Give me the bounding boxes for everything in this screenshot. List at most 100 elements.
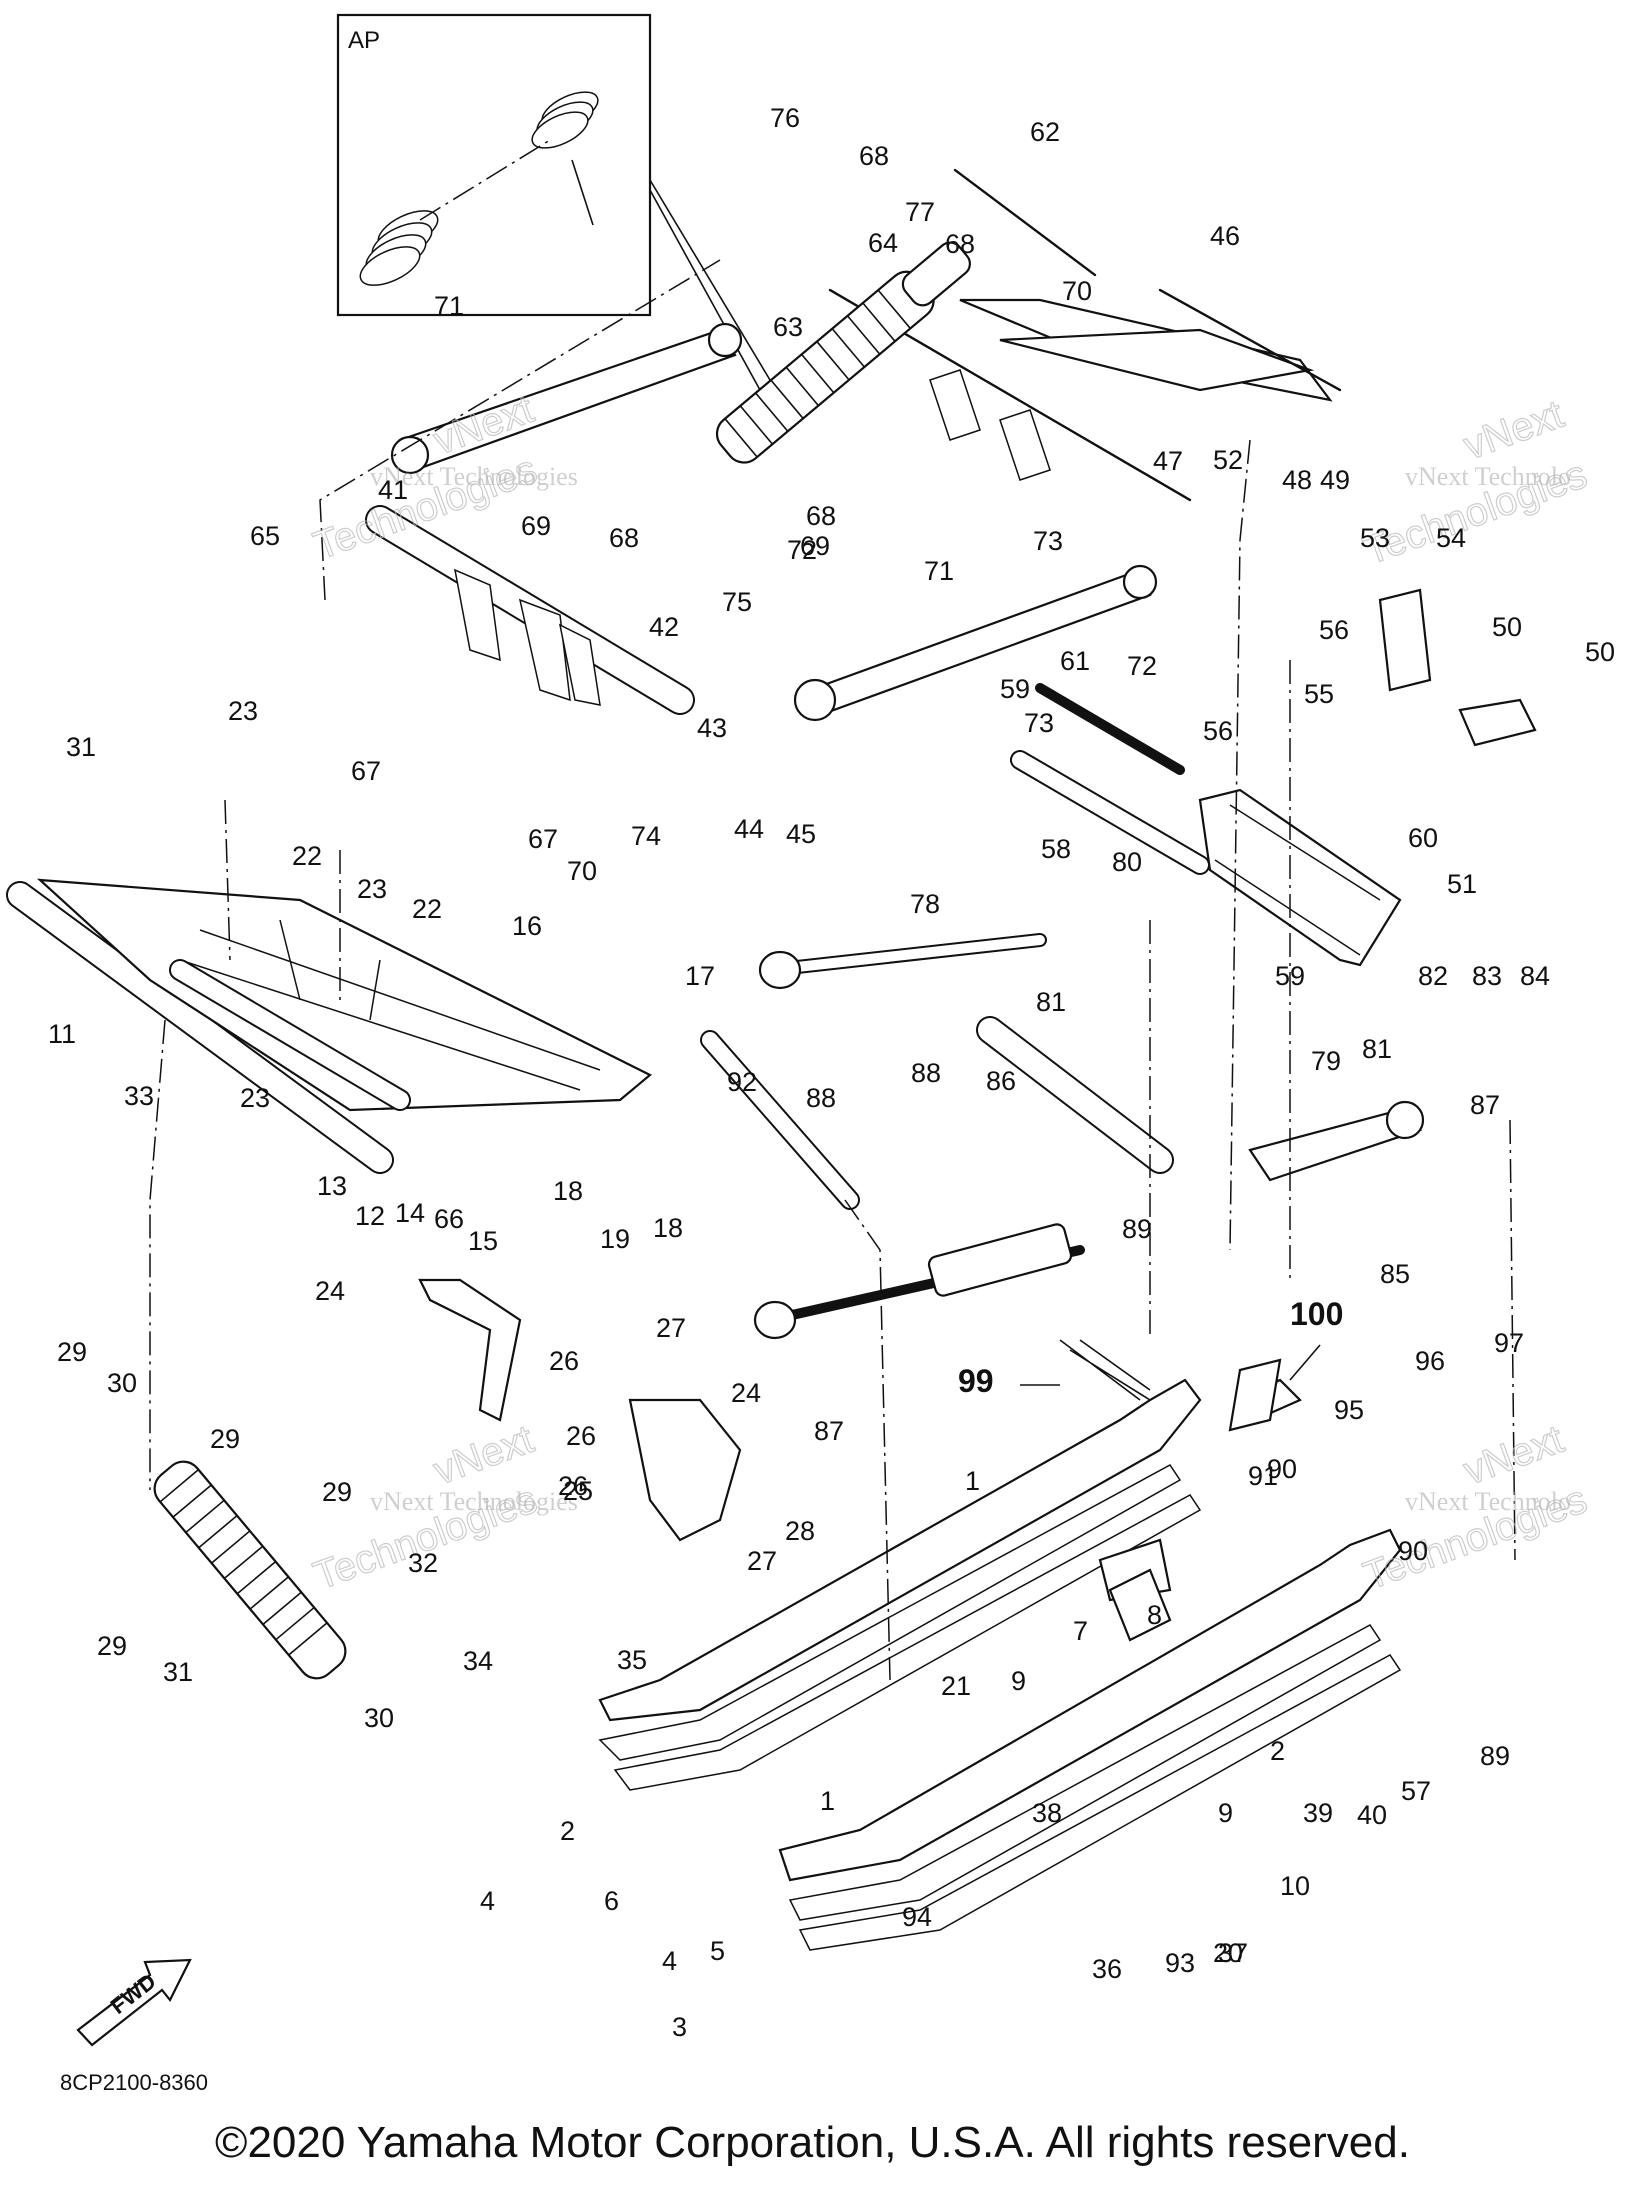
- inset-ap-label: AP: [348, 27, 380, 54]
- part-number-label: 74: [631, 821, 661, 851]
- mid-crossbars: [1010, 683, 1402, 967]
- part-number-label: 24: [731, 1378, 761, 1408]
- part-number-label: 61: [1060, 646, 1090, 676]
- part-number-label: 68: [859, 141, 889, 171]
- part-number-label: 25: [563, 1476, 593, 1506]
- part-number-label: 87: [814, 1416, 844, 1446]
- part-number-label: 4: [480, 1886, 495, 1916]
- hardware-items: [418, 588, 1537, 1642]
- part-number-label: 38: [1032, 1798, 1062, 1828]
- part-number-label: 26: [549, 1346, 579, 1376]
- part-number-label: 29: [210, 1424, 240, 1454]
- part-number-label: 81: [1036, 987, 1066, 1017]
- part-number-label: 78: [910, 889, 940, 919]
- watermark-text-lower: vNext Technologies: [370, 1487, 578, 1516]
- part-number-label: 87: [1470, 1090, 1500, 1120]
- part-number-label: 70: [567, 856, 597, 886]
- part-number-label: 89: [1480, 1741, 1510, 1771]
- part-number-label: 96: [1415, 1346, 1445, 1376]
- part-number-label: 64: [868, 228, 898, 258]
- front-swing-arm: [6, 878, 652, 1174]
- middle-rods: [700, 933, 1425, 1210]
- part-number-label: 28: [785, 1516, 815, 1546]
- part-number-label: 29: [57, 1337, 87, 1367]
- part-number-label: 52: [1213, 445, 1243, 475]
- part-number-label: 69: [521, 511, 551, 541]
- part-number-label: 10: [1280, 1871, 1310, 1901]
- part-number-label: 81: [1362, 1034, 1392, 1064]
- part-number-label: 31: [66, 732, 96, 762]
- part-number-label: 82: [1418, 961, 1448, 991]
- part-number-label: 67: [528, 824, 558, 854]
- part-number-label: 72: [1127, 651, 1157, 681]
- part-number-label: 68: [806, 501, 836, 531]
- part-number-label: 71: [924, 556, 954, 586]
- part-number-label: 50: [1492, 612, 1522, 642]
- part-number-label: 75: [722, 587, 752, 617]
- part-number-label: 70: [1062, 276, 1092, 306]
- part-number-label: 86: [986, 1066, 1016, 1096]
- part-number-label: 2: [560, 1816, 575, 1846]
- part-number-label: 31: [163, 1657, 193, 1687]
- lower-damper: [753, 1223, 1085, 1340]
- part-number-label: 32: [408, 1548, 438, 1578]
- part-number-label: 62: [1030, 117, 1060, 147]
- part-number-label: 1: [820, 1786, 835, 1816]
- part-number-label: 33: [124, 1081, 154, 1111]
- part-number-label: 90: [1267, 1454, 1297, 1484]
- part-number-label: 30: [364, 1703, 394, 1733]
- part-number-label: 41: [378, 475, 408, 505]
- part-number-label: 58: [1041, 834, 1071, 864]
- part-number-label: 35: [617, 1645, 647, 1675]
- watermark-text: vNext Technologies: [370, 462, 578, 491]
- part-number-label: 69: [800, 531, 830, 561]
- part-number-label: 50: [1585, 637, 1615, 667]
- part-number-label: 7: [1073, 1616, 1088, 1646]
- part-number-label: 47: [1153, 446, 1183, 476]
- part-number-label: 37: [1218, 1938, 1248, 1968]
- part-number-label: 23: [240, 1083, 270, 1113]
- part-number-label: 56: [1203, 716, 1233, 746]
- part-number-label: 6: [604, 1886, 619, 1916]
- part-number-label: 43: [697, 713, 727, 743]
- part-number-label: 63: [773, 312, 803, 342]
- part-number-label: 83: [1472, 961, 1502, 991]
- part-number-label: 39: [1303, 1798, 1333, 1828]
- part-number-label: 66: [434, 1204, 464, 1234]
- part-number-label: 26: [558, 1471, 588, 1501]
- part-number-label: 68: [609, 523, 639, 553]
- part-number-label: 30: [107, 1368, 137, 1398]
- part-number-label: 94: [902, 1902, 932, 1932]
- part-number-label: 9: [1218, 1798, 1233, 1828]
- part-number-label: 27: [747, 1546, 777, 1576]
- copyright-notice: ©2020 Yamaha Motor Corporation, U.S.A. A…: [215, 2118, 1410, 2167]
- part-number-label: 21: [941, 1671, 971, 1701]
- watermark-brand-right: vNext: [1458, 392, 1569, 468]
- callout-99: 99: [958, 1363, 994, 1399]
- part-number-label: 84: [1520, 961, 1550, 991]
- part-number-label: 20: [1213, 1938, 1243, 1968]
- guide-lines: [149, 259, 1516, 1681]
- part-number-label: 34: [463, 1646, 493, 1676]
- part-number-label: 26: [566, 1421, 596, 1451]
- part-number-label: 95: [1334, 1395, 1364, 1425]
- part-number-label: 77: [905, 197, 935, 227]
- part-number-label: 73: [1033, 526, 1063, 556]
- part-number-label: 79: [1311, 1046, 1341, 1076]
- part-number-label: 45: [786, 819, 816, 849]
- part-number-label: 59: [1275, 961, 1305, 991]
- part-number-label: 16: [512, 911, 542, 941]
- inset-ap: AP: [336, 13, 771, 391]
- part-number-label: 68: [945, 229, 975, 259]
- upper-links: [390, 322, 1158, 722]
- part-number-label: 24: [315, 1276, 345, 1306]
- part-number-label: 76: [770, 103, 800, 133]
- part-number-label: 54: [1436, 523, 1466, 553]
- part-number-label: 5: [710, 1936, 725, 1966]
- part-number-label: 72: [787, 535, 817, 565]
- part-number-label: 53: [1360, 523, 1390, 553]
- part-number-label: 65: [250, 521, 280, 551]
- part-number-label: 90: [1398, 1536, 1428, 1566]
- part-number-label: 2: [1270, 1736, 1285, 1766]
